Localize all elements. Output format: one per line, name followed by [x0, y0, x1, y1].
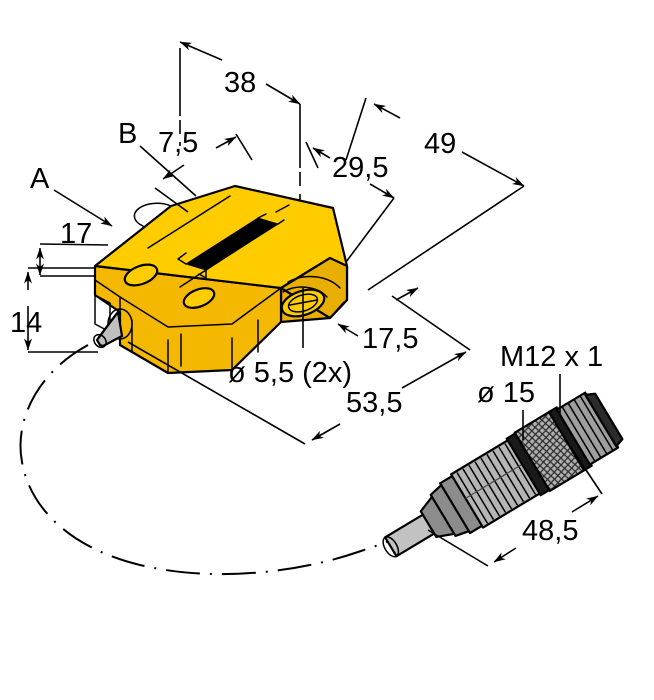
dimension-label-38: 38: [224, 67, 256, 99]
label-diameter-15: ø 15: [477, 377, 535, 440]
reference-marker-a: A: [30, 163, 113, 227]
label-m12-thread: M12 x 1: [500, 341, 603, 414]
dimension-label-diameter-5-5: ø 5,5 (2x): [228, 357, 352, 389]
cable-exit-stub: [93, 308, 133, 349]
dimension-38: 38: [179, 41, 301, 200]
dimension-48-5: 48,5: [427, 439, 603, 567]
mounting-hole: [123, 263, 216, 309]
dimension-14: 14: [10, 267, 98, 353]
connector-thread-end: [555, 391, 620, 466]
dimension-label-14: 14: [10, 307, 42, 339]
dimension-7-5: 7,5: [154, 127, 253, 213]
sensor-housing: [93, 184, 349, 375]
dimension-49: 49: [345, 97, 525, 291]
dimension-diameter-5-5: ø 5,5 (2x): [228, 288, 352, 389]
dimension-label-17: 17: [60, 218, 92, 250]
reference-marker-b: B: [118, 118, 197, 197]
dimension-17-5: 17,5: [329, 287, 418, 355]
dimension-label-49: 49: [424, 128, 456, 160]
dimension-label-7-5: 7,5: [158, 127, 198, 159]
reference-letter-b: B: [118, 118, 137, 150]
dimension-label-48-5: 48,5: [522, 515, 578, 547]
m12-connector: [382, 391, 624, 558]
dimension-label-17-5: 17,5: [362, 323, 418, 355]
dimension-label-53-5: 53,5: [346, 387, 402, 419]
cable-routing-path: [19, 344, 425, 576]
dimension-17: 17: [36, 218, 109, 277]
sensing-face-slot: [177, 213, 285, 279]
dimension-29-5: 29,5: [305, 141, 395, 263]
dimension-53-5: 53,5: [127, 295, 471, 445]
connector-grip: [450, 438, 542, 529]
reference-letter-a: A: [30, 163, 50, 195]
dimension-label-m12: M12 x 1: [500, 341, 603, 373]
dimension-label-29-5: 29,5: [332, 152, 388, 184]
dimension-label-diameter-15: ø 15: [477, 377, 535, 409]
